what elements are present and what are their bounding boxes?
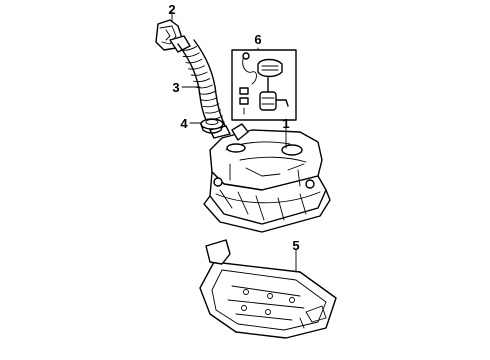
hose-ring (185, 58, 203, 64)
callout-2: 2 (168, 2, 175, 17)
hose-ring (205, 109, 222, 114)
hose-ring (200, 97, 218, 101)
hose-ring (190, 71, 208, 76)
callout-6: 6 (254, 32, 261, 47)
hose-ring (182, 52, 200, 58)
part-tank-protector[interactable] (199, 239, 337, 339)
callout-5: 5 (292, 238, 299, 253)
part-grommet[interactable] (200, 118, 224, 134)
callout-1: 1 (282, 116, 289, 131)
hose-ring (198, 90, 216, 95)
part-fuel-pump-assembly[interactable] (231, 49, 297, 121)
callout-4: 4 (180, 116, 188, 131)
hose-ring (195, 84, 213, 89)
hose-ring (202, 103, 220, 108)
hose-ring (180, 45, 198, 51)
leader-lines (171, 11, 297, 273)
part-fuel-tank[interactable] (203, 123, 331, 233)
callout-3: 3 (172, 80, 179, 95)
pump-kit-box (231, 49, 297, 121)
hose-ring (193, 78, 211, 83)
hose-ring (188, 65, 205, 70)
part-filler-neck-clamp[interactable] (155, 19, 191, 53)
